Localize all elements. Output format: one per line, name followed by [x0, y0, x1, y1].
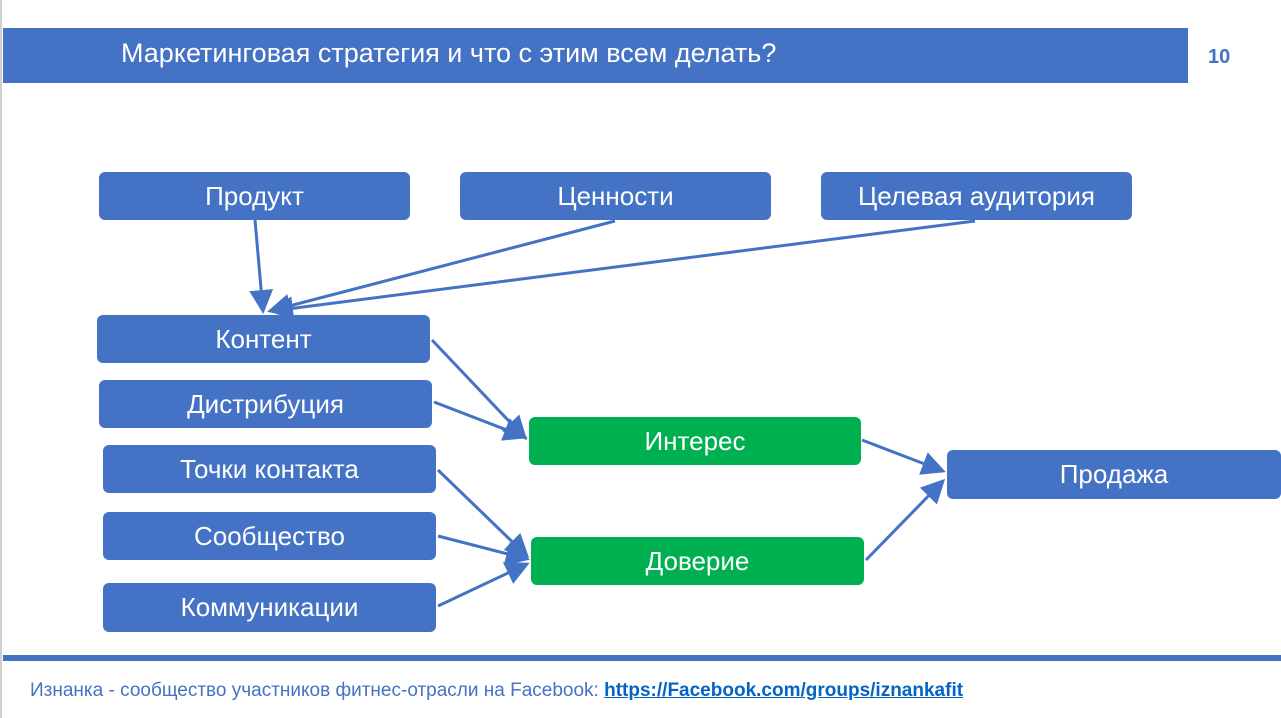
node-community: Сообщество [103, 512, 436, 560]
page-number: 10 [1208, 46, 1231, 68]
footer-divider [3, 655, 1281, 661]
arrow-communications-trust [437, 562, 530, 608]
footer-text: Изнанка - сообщество участников фитнес-о… [30, 680, 605, 701]
node-content: Контент [97, 315, 430, 363]
node-communications: Коммуникации [103, 583, 436, 632]
title-bar: Маркетинговая стратегия и что с этим все… [3, 28, 1188, 83]
arrow-values-content [267, 219, 616, 318]
arrow-interest-sale [861, 438, 946, 475]
arrow-community-trust [437, 534, 530, 566]
node-values: Ценности [460, 172, 771, 220]
arrow-trust-sale [864, 478, 946, 562]
arrow-product-content [249, 219, 274, 314]
arrow-content-interest [430, 338, 528, 441]
arrow-audience-content [269, 219, 976, 321]
node-product: Продукт [99, 172, 410, 220]
node-trust: Доверие [531, 537, 864, 585]
arrow-touchpoints-trust [436, 468, 530, 559]
slide-edge [0, 0, 2, 718]
slide-title: Маркетинговая стратегия и что с этим все… [121, 38, 777, 68]
node-interest: Интерес [529, 417, 861, 465]
node-sale: Продажа [947, 450, 1281, 499]
node-audience: Целевая аудитория [821, 172, 1132, 220]
arrow-distribution-interest [433, 400, 528, 441]
footer: Изнанка - сообщество участников фитнес-о… [30, 680, 963, 702]
footer-link[interactable]: https://Facebook.com/groups/iznankafit [604, 680, 964, 701]
node-touchpoints: Точки контакта [103, 445, 436, 493]
node-distribution: Дистрибуция [99, 380, 432, 428]
